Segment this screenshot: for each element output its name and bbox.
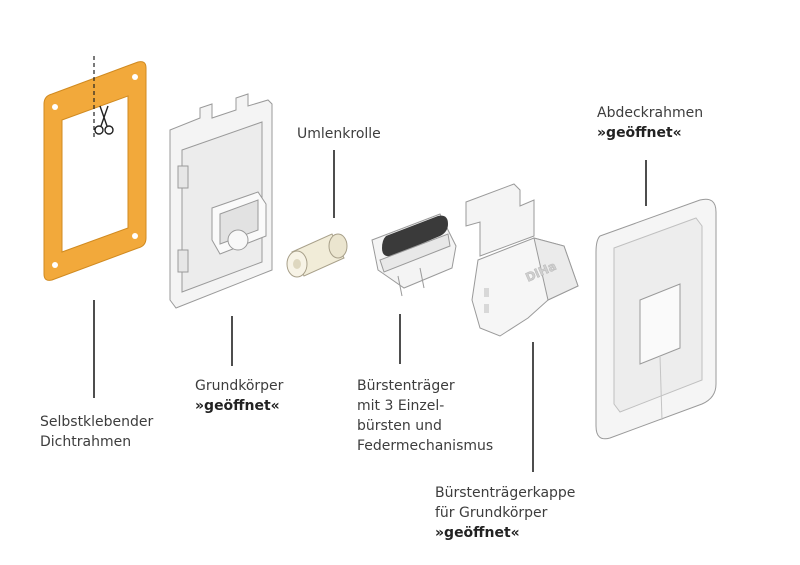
pulley [286, 233, 348, 278]
label-brush-cap: Bürstenträgerkappe für Grundkörper »geöf… [435, 485, 576, 541]
brush-cap [465, 183, 579, 337]
label-base-body: Grundkörper »geöffnet« [195, 378, 284, 414]
label-cover-frame: Abdeckrahmen »geöffnet« [597, 105, 704, 141]
cover-frame [595, 198, 717, 440]
scissors-icon [94, 105, 114, 135]
base-body [169, 93, 273, 309]
label-seal-frame: Selbstklebender Dichtrahmen [40, 414, 154, 450]
brush-carrier [371, 213, 457, 297]
seal-frame [43, 56, 147, 281]
label-brush-carrier: Bürstenträger mit 3 Einzel- bürsten und … [357, 378, 494, 454]
label-pulley: Umlenkrolle [297, 126, 381, 142]
callout-lines [93, 150, 647, 472]
